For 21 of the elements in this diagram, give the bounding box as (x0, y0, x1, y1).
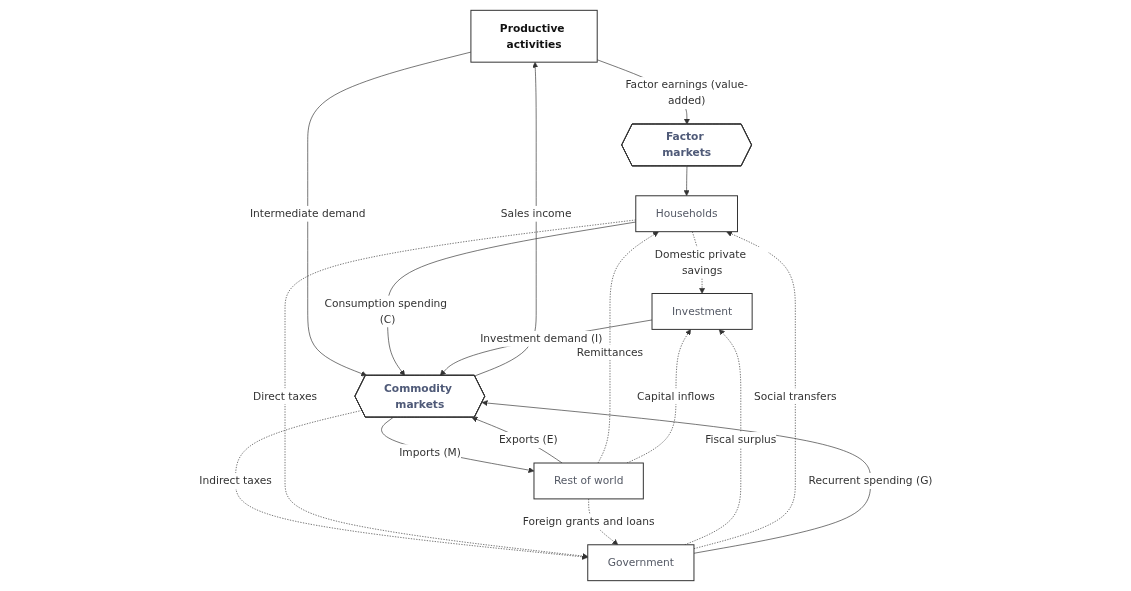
edge-label: Direct taxes (252, 389, 317, 403)
node-box: Productive activities (470, 9, 598, 63)
edge-label: Consumption spending (C) (324, 296, 447, 326)
node-box: Investment (651, 293, 753, 330)
edge-label: Intermediate demand (249, 207, 366, 220)
node-box: Households (634, 195, 738, 233)
edge-label: Indirect taxes (198, 474, 272, 487)
edge-label: Imports (M) (398, 445, 461, 459)
edge-label: Fiscal surplus (704, 433, 776, 447)
edge-label: Foreign grants and loans (522, 515, 655, 528)
edge-label: Social transfers (753, 389, 837, 403)
edge-label: Capital inflows (636, 389, 715, 403)
node-box: Government (586, 544, 695, 582)
edge-label: Factor earnings (value-added) (625, 78, 748, 108)
node-box: Rest of world (533, 462, 644, 500)
edge-label: Domestic private savings (654, 247, 746, 277)
edge-label: Exports (E) (498, 433, 558, 447)
edge-label: Recurrent spending (G) (808, 474, 933, 487)
edge-label: Sales income (500, 207, 572, 220)
edge-label: Remittances (576, 345, 643, 359)
edge-label: Investment demand (I) (479, 332, 602, 345)
